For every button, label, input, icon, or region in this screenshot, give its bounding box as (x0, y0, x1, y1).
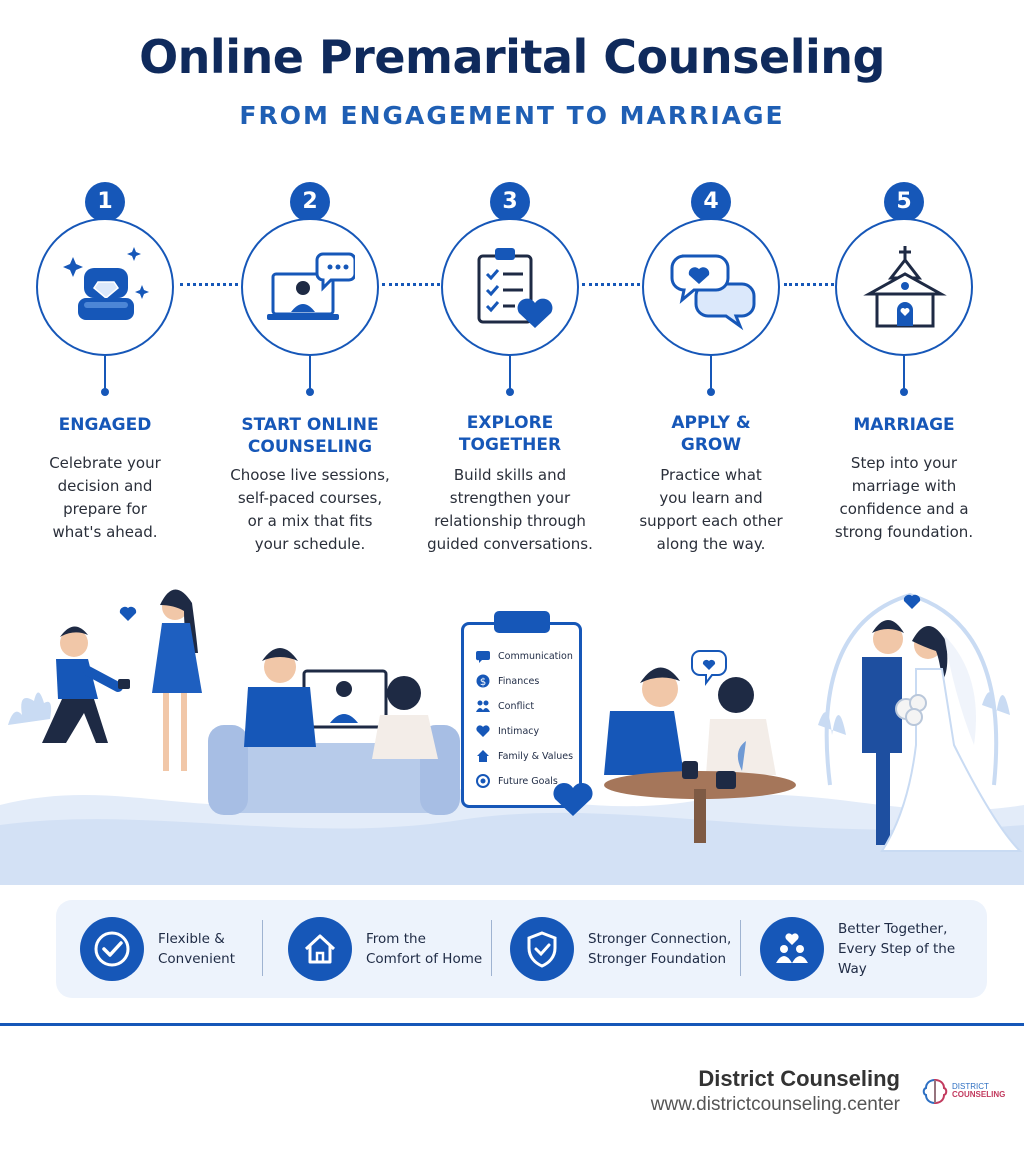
step-number: 1 (85, 182, 125, 222)
heart-icon (476, 725, 490, 737)
speech-bubble-icon (476, 651, 490, 663)
topic-conflict: Conflict (476, 699, 534, 713)
connector-3-4 (582, 283, 640, 287)
step-label: MARRIAGE (853, 415, 955, 435)
step-icon-ring (441, 218, 579, 356)
step-stem (707, 356, 715, 396)
wedding-scene (818, 592, 1023, 852)
step-stem (900, 356, 908, 396)
step-description: Practice what you learn and support each… (639, 466, 783, 553)
connector-2-3 (382, 283, 440, 287)
benefit-text: Better Together, Every Step of the Way (838, 921, 956, 977)
step-number: 3 (490, 182, 530, 222)
benefit-divider (740, 920, 741, 976)
topic-finances: $ Finances (476, 674, 539, 688)
logo-text-top: DISTRICT (952, 1082, 989, 1091)
benefit-text: Stronger Connection, Stronger Foundation (588, 931, 732, 967)
step-description: Step into your marriage with confidence … (834, 454, 974, 541)
step-number: 5 (884, 182, 924, 222)
benefit-comfort-of-home: From the Comfort of Home (288, 900, 482, 998)
couch-video-session-scene (208, 648, 460, 815)
benefit-divider (262, 920, 263, 976)
benefits-bar: Flexible & Convenient From the Comfort o… (56, 900, 987, 998)
step-description: Choose live sessions, self-paced courses… (230, 466, 390, 553)
clipboard-heart-icon (553, 782, 593, 816)
benefit-text: From the Comfort of Home (366, 931, 483, 967)
footer-divider (0, 1023, 1024, 1026)
target-icon (476, 774, 490, 788)
brand-name: District Counseling (698, 1066, 900, 1091)
chapel-icon (863, 246, 947, 328)
step-stem (101, 356, 109, 396)
shield-check-icon (510, 917, 574, 981)
benefit-stronger-connection: Stronger Connection, Stronger Foundation (510, 900, 731, 998)
step-number: 4 (691, 182, 731, 222)
step-label: ENGAGED (58, 415, 152, 435)
dollar-icon: $ (476, 674, 490, 688)
checklist-heart-icon (477, 248, 553, 328)
proposal-scene (8, 589, 202, 775)
step-number: 2 (290, 182, 330, 222)
journey-illustration (0, 589, 1024, 885)
connector-1-2 (180, 283, 238, 287)
step-description: Celebrate your decision and prepare for … (49, 454, 161, 541)
topic-family-values: Family & Values (476, 749, 573, 763)
page-title: Online Premarital Counseling (139, 30, 885, 84)
ring-box-icon (63, 247, 149, 320)
topic-communication: Communication (476, 649, 573, 663)
topic-future-goals: Future Goals (476, 774, 558, 788)
brain-logo-icon (922, 1078, 948, 1105)
benefit-better-together: Better Together, Every Step of the Way (760, 900, 987, 998)
clipboard-clip (494, 611, 550, 633)
chat-heart-icon (670, 254, 756, 331)
step-label: START ONLINE COUNSELING (241, 415, 379, 457)
video-call-icon (267, 252, 355, 320)
coffee-table-scene (604, 650, 796, 843)
people-icon (476, 700, 490, 712)
brand-logo: DISTRICT COUNSELING (922, 1077, 1006, 1107)
step-icon-ring (241, 218, 379, 356)
step-icon-ring (835, 218, 973, 356)
topic-intimacy: Intimacy (476, 724, 539, 738)
step-description: Build skills and strengthen your relatio… (427, 466, 593, 553)
step-label: APPLY & GROW (671, 413, 751, 455)
step-icon-ring (36, 218, 174, 356)
benefit-divider (491, 920, 492, 976)
benefit-flexible: Flexible & Convenient (80, 900, 235, 998)
home-icon (477, 750, 489, 762)
logo-text-bottom: COUNSELING (952, 1090, 1006, 1099)
svg-text:$: $ (480, 677, 486, 688)
benefit-text: Flexible & Convenient (158, 931, 235, 967)
couple-heart-icon (760, 917, 824, 981)
connector-4-5 (784, 283, 834, 287)
topics-clipboard: Communication $ Finances Conflict Intima… (461, 611, 582, 808)
step-stem (306, 356, 314, 396)
step-stem (506, 356, 514, 396)
brand-url[interactable]: www.districtcounseling.center (650, 1094, 900, 1115)
step-label: EXPLORE TOGETHER (458, 413, 562, 455)
page-subtitle: FROM ENGAGEMENT TO MARRIAGE (239, 101, 785, 130)
check-circle-icon (80, 917, 144, 981)
step-icon-ring (642, 218, 780, 356)
house-icon (288, 917, 352, 981)
brand-block: District Counseling www.districtcounseli… (651, 1066, 900, 1116)
